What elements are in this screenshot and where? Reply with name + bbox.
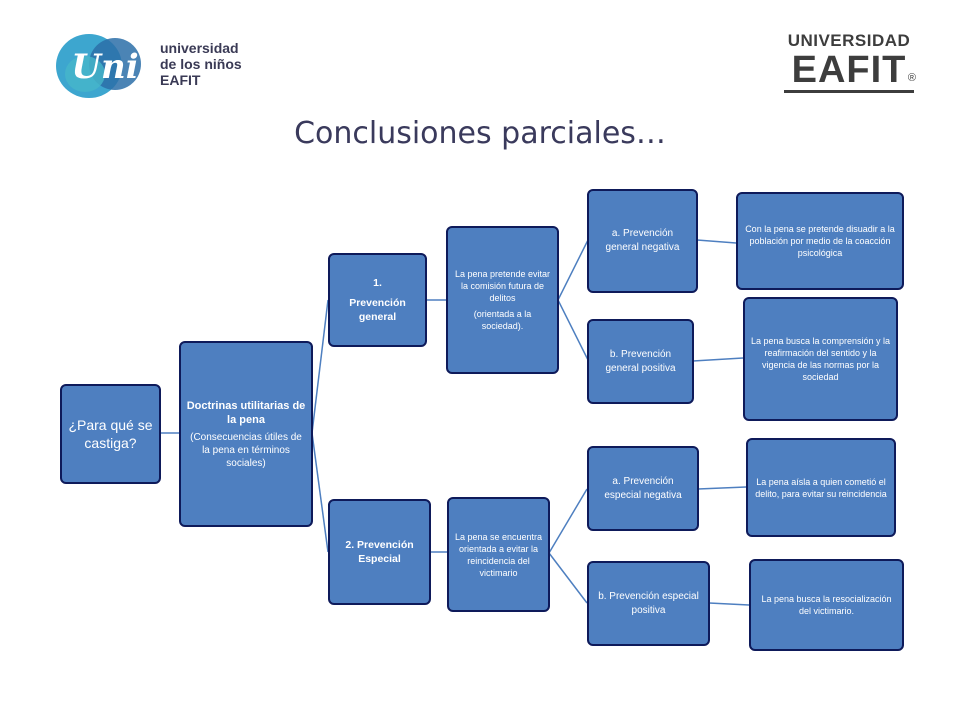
node-especial-positiva: b. Prevención especial positiva: [587, 561, 710, 646]
node-esp-pos-label: b. Prevención especial positiva: [598, 590, 699, 616]
node-esp-pos-desc: La pena busca la resocialización del vic…: [761, 594, 892, 616]
logo-left-line3: EAFIT: [160, 72, 201, 88]
registered-mark: ®: [907, 72, 916, 84]
node-gen-neg-desc: Con la pena se pretende disuadir a la po…: [745, 224, 895, 258]
node-esp-pos-descripcion: La pena busca la resocialización del vic…: [749, 559, 904, 651]
eafit-logo: UNIVERSIDAD EAFIT ®: [778, 31, 920, 93]
logo-left-line1: universidad: [160, 40, 239, 56]
node-esp-neg-descripcion: La pena aísla a quien cometió el delito,…: [746, 438, 896, 537]
node-esp-neg-desc: La pena aísla a quien cometió el delito,…: [755, 476, 887, 499]
node-especial-negativa: a. Prevención especial negativa: [587, 446, 699, 531]
node-general-descripcion: La pena pretende evitar la comisión futu…: [446, 226, 559, 374]
connector-general-positiva: [557, 299, 589, 361]
node-general-negativa: a. Prevención general negativa: [587, 189, 698, 293]
node-gen-pos-label: b. Prevención general positiva: [605, 348, 676, 374]
node-esp-neg-label: a. Prevención especial negativa: [604, 475, 682, 501]
uni-mark-text: Uni: [71, 47, 138, 87]
node-prevencion-especial: 2. Prevención Especial: [328, 499, 431, 605]
node-prevencion-general: 1. Prevención general: [328, 253, 427, 347]
node-gen-pos-desc: La pena busca la comprensión y la reafir…: [750, 336, 891, 382]
node-especial-descripcion: La pena se encuentra orientada a evitar …: [447, 497, 550, 612]
node-doctrinas-utilitarias: Doctrinas utilitarias de la pena (Consec…: [179, 341, 313, 527]
logo-right-line2: EAFIT: [791, 49, 907, 91]
node-root-text: ¿Para qué se castiga?: [68, 417, 153, 451]
node-gen-neg-descripcion: Con la pena se pretende disuadir a la po…: [736, 192, 904, 290]
connector-especial-positiva: [548, 552, 588, 604]
universidad-de-los-ninos-logo: Uni universidad de los niños EAFIT: [55, 30, 285, 102]
node-especial-label: 2. Prevención Especial: [345, 539, 414, 565]
node-general-line2: Prevención general: [349, 297, 406, 323]
page-title: Conclusiones parciales…: [294, 116, 666, 151]
logo-right-line1: UNIVERSIDAD: [787, 31, 911, 50]
node-general-line1: 1.: [373, 277, 382, 289]
connector-doctrinas-general: [311, 299, 329, 434]
logo-right-underline: [784, 90, 914, 93]
node-doctrinas-sub: (Consecuencias útiles de la pena en térm…: [190, 431, 302, 469]
node-especial-desc: La pena se encuentra orientada a evitar …: [454, 531, 543, 578]
connector-general-negativa: [557, 239, 589, 301]
uni-logo-mark-icon: Uni: [56, 34, 141, 98]
node-general-desc2: (orientada a la sociedad).: [473, 309, 532, 331]
node-doctrinas-title: Doctrinas utilitarias de la pena: [186, 399, 306, 426]
connector-gen-pos-desc: [692, 357, 744, 362]
connector-doctrinas-especial: [311, 432, 329, 553]
node-general-positiva: b. Prevención general positiva: [587, 319, 694, 404]
node-para-que-se-castiga: ¿Para qué se castiga?: [60, 384, 161, 484]
connector-gen-neg-desc: [696, 239, 737, 244]
node-gen-neg-label: a. Prevención general negativa: [605, 228, 680, 253]
node-general-desc1: La pena pretende evitar la comisión futu…: [454, 269, 551, 303]
node-gen-pos-descripcion: La pena busca la comprensión y la reafir…: [743, 297, 898, 421]
connector-esp-pos-desc: [708, 602, 750, 606]
connector-esp-neg-desc: [697, 486, 747, 490]
logo-left-line2: de los niños: [160, 56, 242, 72]
connector-especial-negativa: [548, 488, 588, 554]
